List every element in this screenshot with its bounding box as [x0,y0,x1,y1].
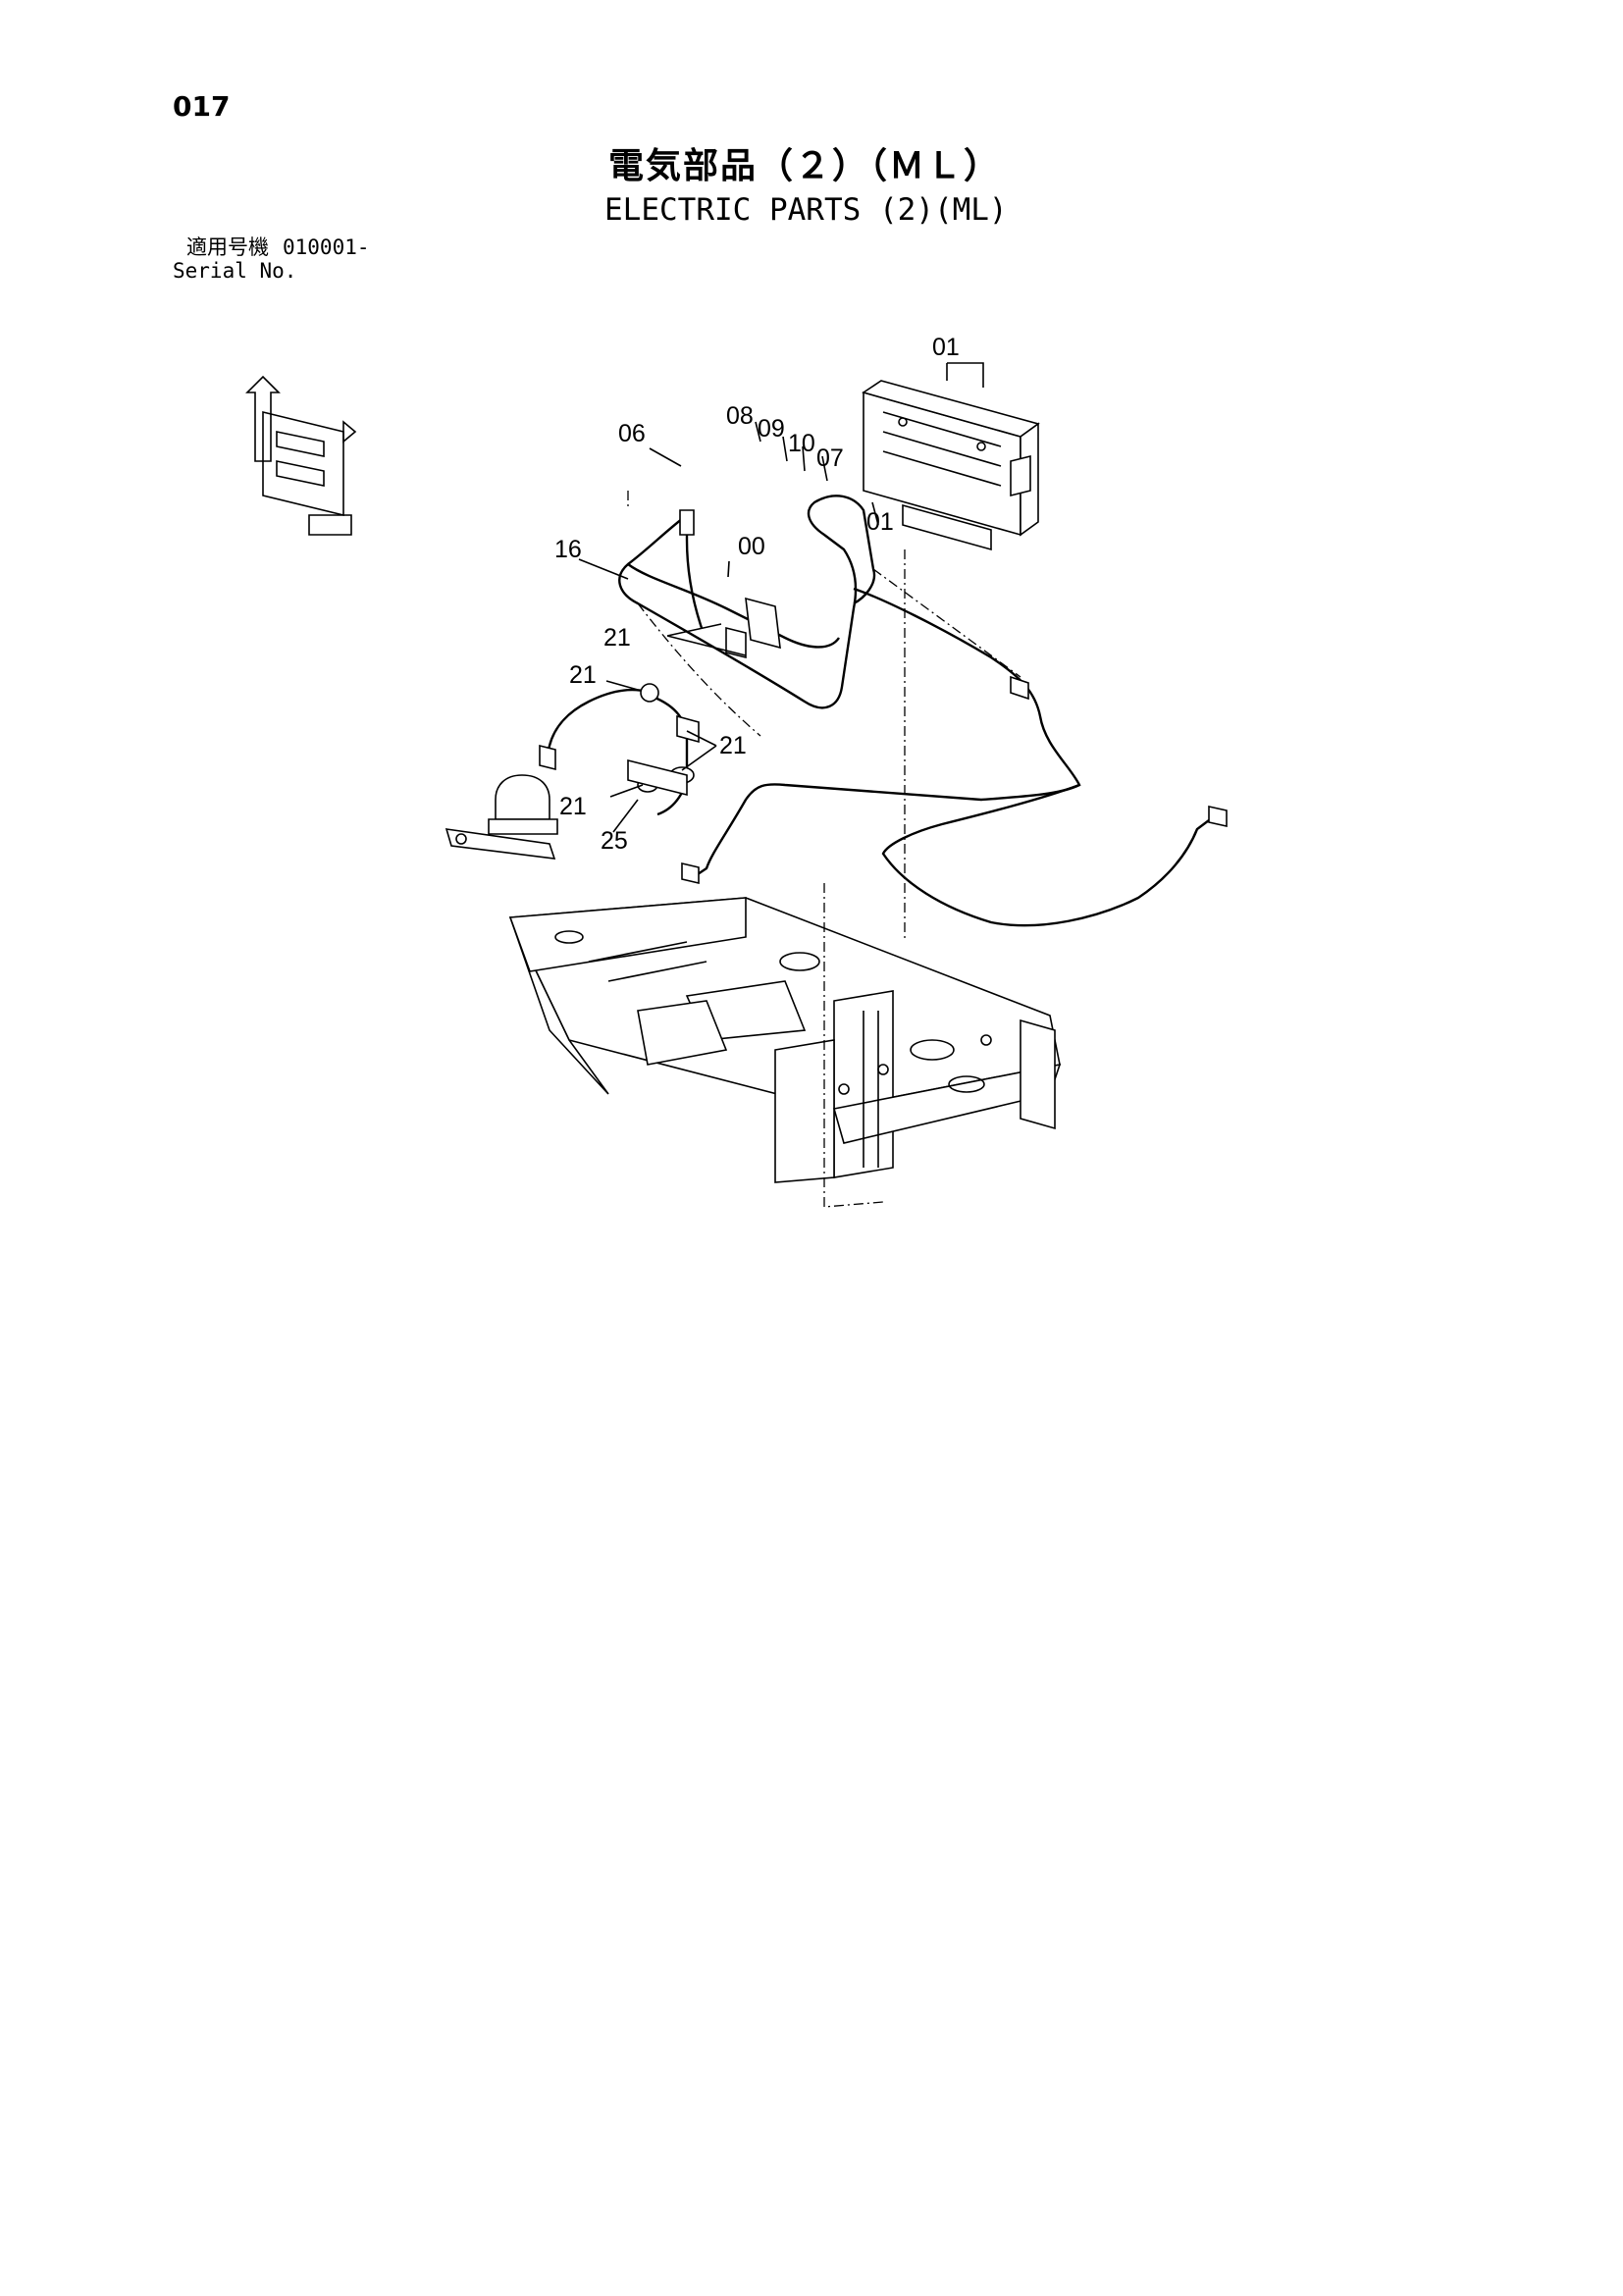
serial-block: 適用号機 010001- Serial No. [173,235,370,283]
beacon-lamp [445,758,688,860]
callout-01-bottom: 01 [866,508,894,536]
callout-09: 09 [758,415,785,443]
serial-range: 010001- [283,235,370,259]
callout-06: 06 [618,420,646,447]
controller-box [862,380,1040,551]
callout-21-b: 21 [569,661,597,689]
callout-16: 16 [554,536,582,563]
page-number: 017 [173,90,231,123]
harness-16 [618,495,876,709]
page-title-en: ELECTRIC PARTS (2)(ML) [604,192,1008,228]
callout-00: 00 [738,533,765,560]
reference-lines [627,491,1021,1208]
callout-08: 08 [726,402,754,430]
callout-labels: 01 06 08 09 10 07 01 16 00 21 21 21 21 2… [554,334,960,855]
extension-harness [681,587,1228,927]
machine-orientation-icon [245,375,357,536]
serial-label-en: Serial No. [173,259,297,283]
callout-21-c: 21 [719,732,747,759]
callout-21-d: 21 [559,793,587,820]
serial-label-jp: 適用号機 [186,235,269,259]
upperstructure-frame [508,897,1062,1183]
leader-lines [578,362,984,833]
callout-07: 07 [816,444,844,472]
page-title-jp: 電気部品（２）（ＭＬ） [608,146,1002,186]
callout-01-top: 01 [932,334,960,361]
callout-10: 10 [788,430,815,457]
callout-25: 25 [601,827,628,855]
callout-21-a: 21 [603,624,631,652]
